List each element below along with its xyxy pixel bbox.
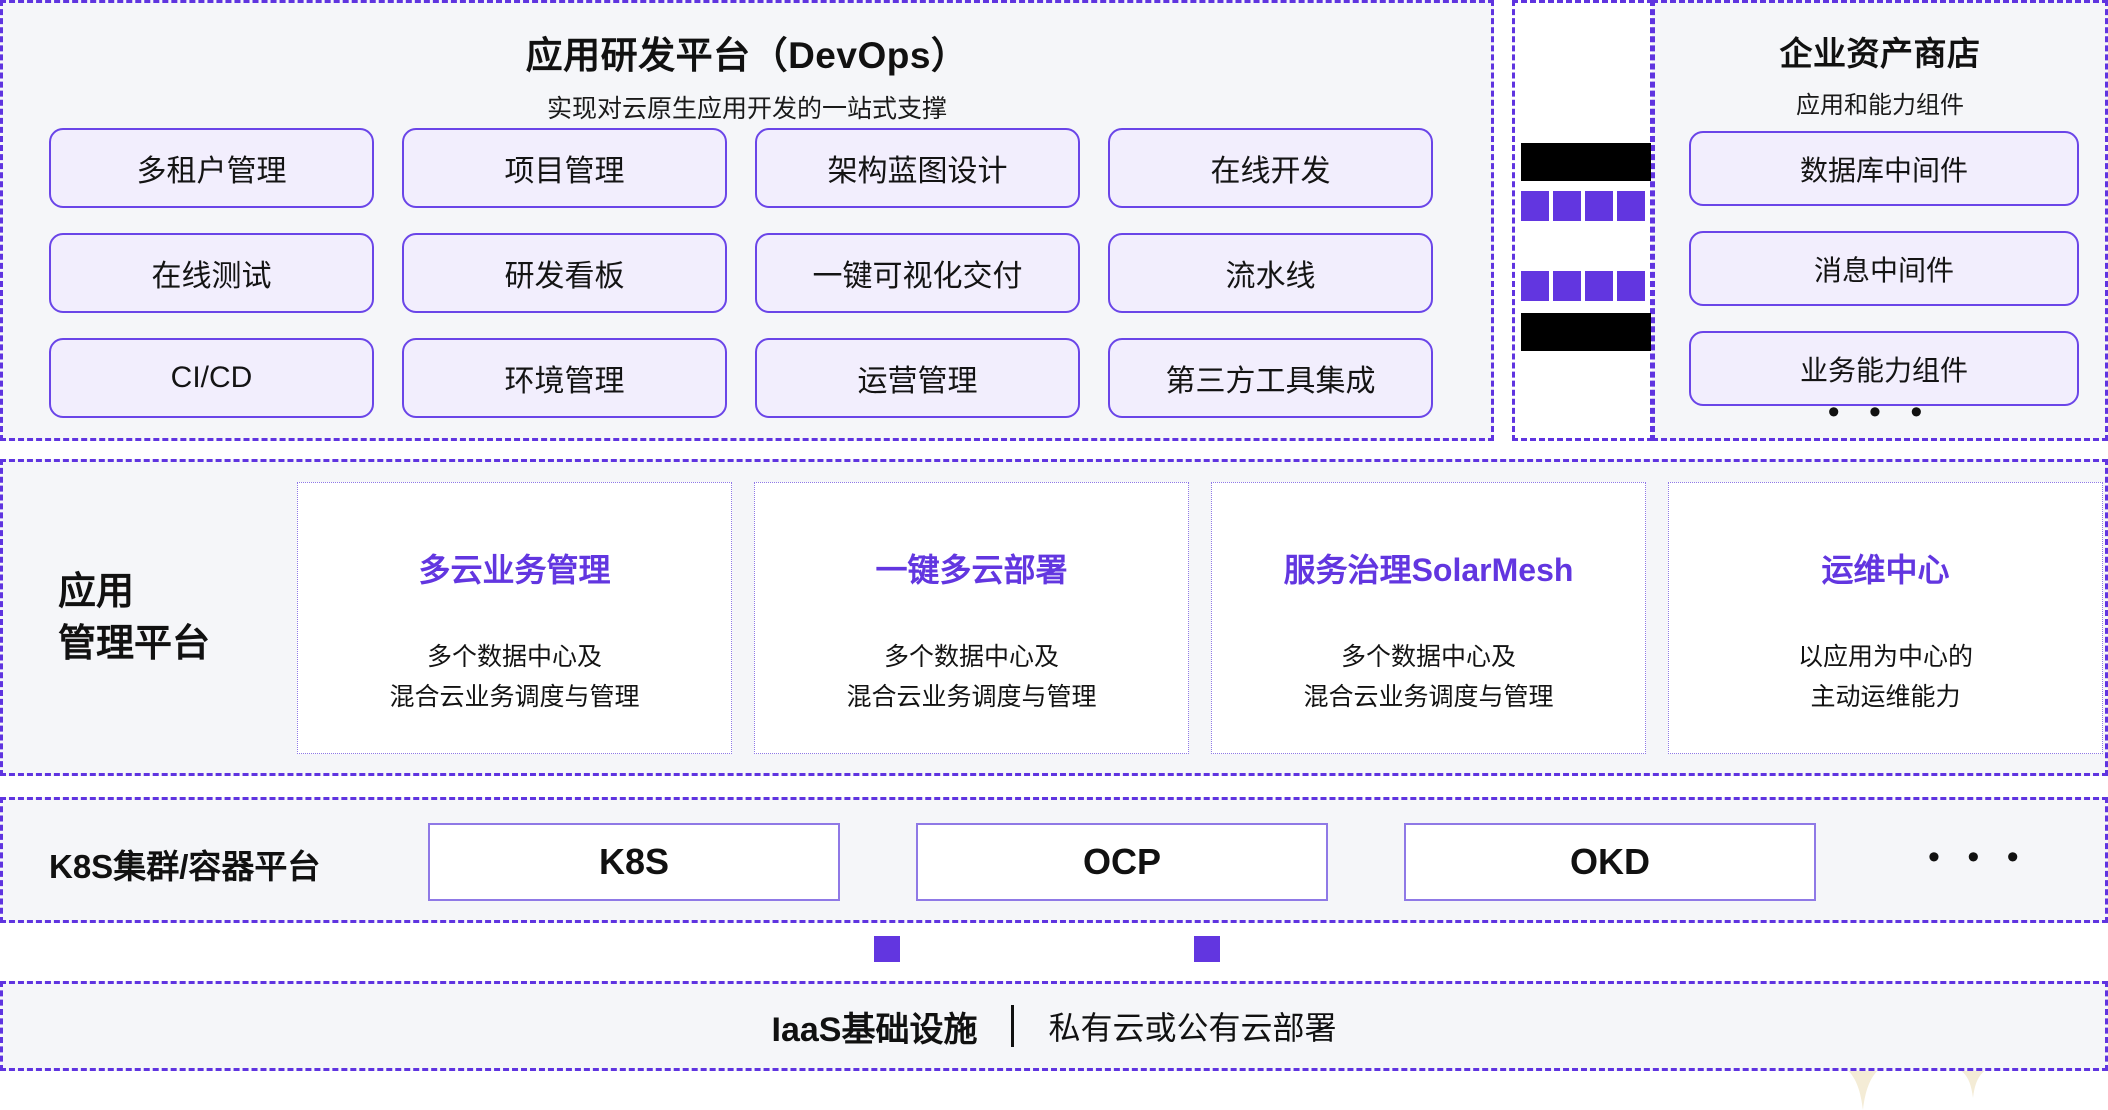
k8s-container-platform-section: K8S集群/容器平台 K8S OCP OKD • • • (0, 797, 2108, 923)
devops-item-architecture[interactable]: 架构蓝图设计 (755, 128, 1080, 208)
k8s-more-ellipsis: • • • (1928, 838, 2028, 876)
devops-capability-grid: 多租户管理 项目管理 架构蓝图设计 在线开发 在线测试 研发看板 一键可视化交付… (49, 128, 1449, 418)
k8s-section-label: K8S集群/容器平台 (49, 848, 321, 885)
asset-item-database-middleware[interactable]: 数据库中间件 (1689, 131, 2079, 206)
management-card-desc: 多个数据中心及 混合云业务调度与管理 (389, 643, 640, 711)
devops-item-project-mgmt[interactable]: 项目管理 (402, 128, 727, 208)
management-card-title: 运维中心 (1821, 552, 1950, 588)
management-card-solarmesh[interactable]: 服务治理SolarMesh 多个数据中心及 混合云业务调度与管理 (1211, 482, 1646, 754)
k8s-platform-k8s[interactable]: K8S (428, 823, 840, 901)
connector-block (1553, 191, 1581, 221)
connector-block-row-bottom (1521, 271, 1645, 301)
connector-block-row-top (1521, 191, 1645, 221)
connector-block (1585, 271, 1613, 301)
enterprise-asset-store-panel: 企业资产商店 应用和能力组件 数据库中间件 消息中间件 业务能力组件 • • • (1652, 0, 2108, 441)
management-platform-label: 应用 管理平台 (58, 571, 211, 666)
assets-panel-subtitle: 应用和能力组件 (1796, 92, 1964, 119)
management-card-desc: 多个数据中心及 混合云业务调度与管理 (1303, 643, 1554, 711)
devops-panel-title: 应用研发平台（DevOps） (525, 35, 969, 76)
management-card-ops-center[interactable]: 运维中心 以应用为中心的 主动运维能力 (1668, 482, 2103, 754)
iaas-title: IaaS基础设施 (771, 1010, 978, 1049)
k8s-platform-okd[interactable]: OKD (1404, 823, 1816, 901)
management-card-title: 一键多云部署 (875, 552, 1068, 588)
devops-item-visual-delivery[interactable]: 一键可视化交付 (755, 233, 1080, 313)
devops-item-online-dev[interactable]: 在线开发 (1108, 128, 1433, 208)
devops-panel-subtitle: 实现对云原生应用开发的一站式支撑 (546, 95, 947, 123)
k8s-platform-ocp[interactable]: OCP (916, 823, 1328, 901)
management-card-title: 服务治理SolarMesh (1283, 552, 1574, 588)
iaas-divider (1011, 1005, 1015, 1047)
connector-block (1521, 191, 1549, 221)
asset-item-business-capability[interactable]: 业务能力组件 (1689, 331, 2079, 406)
devops-item-cicd[interactable]: CI/CD (49, 338, 374, 418)
connector-block (1617, 271, 1645, 301)
assets-component-list: 数据库中间件 消息中间件 业务能力组件 (1689, 131, 2079, 406)
devops-platform-panel: 应用研发平台（DevOps） 实现对云原生应用开发的一站式支撑 多租户管理 项目… (0, 0, 1494, 441)
connector-block (1521, 271, 1549, 301)
middle-connector-column (1512, 0, 1653, 441)
management-card-desc: 多个数据中心及 混合云业务调度与管理 (846, 643, 1097, 711)
redacted-text-top (1521, 143, 1651, 181)
connector-squares-group (0, 936, 2108, 966)
devops-item-multi-tenant[interactable]: 多租户管理 (49, 128, 374, 208)
connector-block (1585, 191, 1613, 221)
connector-square (1194, 936, 1220, 962)
iaas-infrastructure-section: IaaS基础设施 私有云或公有云部署 (0, 981, 2108, 1071)
management-card-list: 多云业务管理 多个数据中心及 混合云业务调度与管理 一键多云部署 多个数据中心及… (297, 482, 2103, 754)
top-row: 应用研发平台（DevOps） 实现对云原生应用开发的一站式支撑 多租户管理 项目… (0, 0, 2108, 441)
devops-item-environment[interactable]: 环境管理 (402, 338, 727, 418)
management-card-title: 多云业务管理 (418, 552, 611, 588)
assets-more-ellipsis: • • • (1827, 393, 1933, 431)
management-card-onekey-deploy[interactable]: 一键多云部署 多个数据中心及 混合云业务调度与管理 (754, 482, 1189, 754)
redacted-text-bottom (1521, 313, 1651, 351)
asset-item-message-middleware[interactable]: 消息中间件 (1689, 231, 2079, 306)
iaas-inner-row: IaaS基础设施 私有云或公有云部署 (3, 984, 2105, 1068)
management-card-desc: 以应用为中心的 主动运维能力 (1797, 643, 1973, 711)
k8s-platform-list: K8S OCP OKD (428, 823, 1816, 901)
management-card-multicloud-business[interactable]: 多云业务管理 多个数据中心及 混合云业务调度与管理 (297, 482, 732, 754)
connector-block (1553, 271, 1581, 301)
application-management-platform-section: 应用 管理平台 多云业务管理 多个数据中心及 混合云业务调度与管理 一键多云部署… (0, 459, 2108, 776)
devops-item-pipeline[interactable]: 流水线 (1108, 233, 1433, 313)
connector-square (874, 936, 900, 962)
connector-block (1617, 191, 1645, 221)
devops-item-operations[interactable]: 运营管理 (755, 338, 1080, 418)
assets-panel-title: 企业资产商店 (1779, 35, 1981, 72)
devops-item-3rd-party[interactable]: 第三方工具集成 (1108, 338, 1433, 418)
devops-item-online-test[interactable]: 在线测试 (49, 233, 374, 313)
iaas-subtitle: 私有云或公有云部署 (1048, 1010, 1337, 1046)
devops-item-kanban[interactable]: 研发看板 (402, 233, 727, 313)
